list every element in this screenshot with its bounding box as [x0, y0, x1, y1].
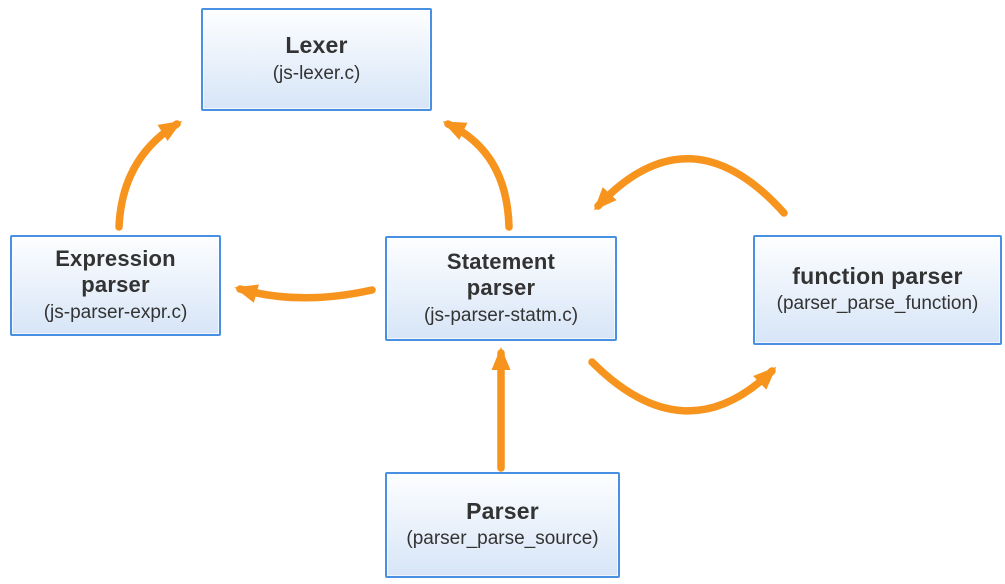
arrow-function-parser-to-statement-parser: [593, 155, 788, 217]
node-statement-parser: Statement parser (js-parser-statm.c): [385, 236, 617, 341]
node-parser: Parser (parser_parse_source): [385, 472, 620, 578]
node-lexer-title: Lexer: [285, 32, 348, 59]
node-lexer-subtitle: (js-lexer.c): [272, 62, 361, 84]
arrow-expression-parser-to-lexer: [115, 120, 183, 231]
node-statement-parser-subtitle: (js-parser-statm.c): [423, 304, 579, 326]
node-expression-parser-title: Expression parser: [55, 245, 176, 298]
node-parser-title: Parser: [466, 497, 539, 524]
node-function-parser-title: function parser: [792, 262, 963, 289]
arrow-statement-parser-to-function-parser: [588, 358, 777, 415]
node-function-parser: function parser (parser_parse_function): [753, 235, 1002, 345]
node-function-parser-subtitle: (parser_parse_function): [776, 293, 979, 315]
node-expression-parser-subtitle: (js-parser-expr.c): [43, 301, 188, 323]
node-parser-subtitle: (parser_parse_source): [406, 528, 599, 550]
arrow-statement-parser-to-expression-parser: [234, 284, 376, 303]
node-expression-parser: Expression parser (js-parser-expr.c): [10, 235, 221, 336]
node-lexer: Lexer (js-lexer.c): [201, 8, 432, 111]
node-statement-parser-title: Statement parser: [446, 248, 556, 301]
arrow-statement-parser-to-lexer: [442, 120, 513, 231]
